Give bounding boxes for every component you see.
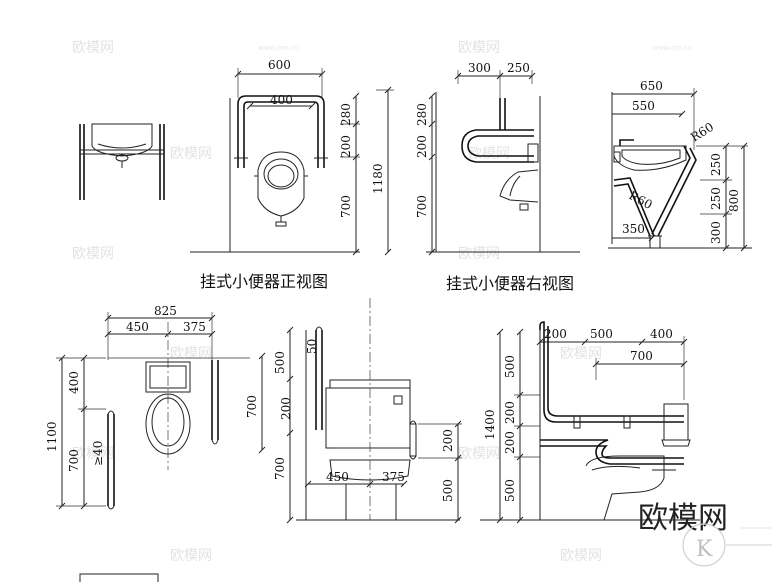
- toilet-plan-view: 825 450 375 400 700: [45, 304, 250, 582]
- dim-label: 500: [590, 327, 613, 341]
- dim-label: 280: [415, 103, 429, 126]
- dim-label: R60: [627, 188, 655, 212]
- dim-label: 1180: [371, 163, 385, 194]
- dim-label: 280: [339, 103, 353, 126]
- watermark: 欧模网: [72, 246, 114, 262]
- dim-label: 550: [632, 99, 655, 113]
- watermark: 欧模网: [458, 40, 500, 56]
- watermark: 欧模网: [458, 446, 500, 462]
- dim-label: 700: [630, 349, 653, 363]
- dim-label: 200: [503, 431, 517, 454]
- watermark: 欧模网: [560, 548, 602, 564]
- dim-label: 1400: [483, 409, 497, 440]
- dim-label: 1100: [45, 421, 59, 452]
- dim-label: 400: [270, 93, 293, 107]
- dim-label: 200: [279, 397, 293, 420]
- dim-label: 500: [503, 355, 517, 378]
- dim-label: 600: [268, 58, 291, 72]
- dim-label: 400: [650, 327, 673, 341]
- urinal-front-view: 600 400 280 200 700 1180 挂式小便器正: [190, 58, 394, 291]
- caption-right-view: 挂式小便器右视图: [446, 274, 574, 293]
- washbasin-side-view: 650 550 R60 R60 350 250 250 300: [608, 79, 752, 252]
- logo-ring-icon: [682, 523, 726, 567]
- dim-label: 200: [441, 429, 455, 452]
- washbasin-front-view: [79, 123, 165, 200]
- dim-label: 825: [154, 304, 177, 318]
- watermark-url: www.om.cn: [652, 44, 692, 52]
- dim-label: 700: [339, 195, 353, 218]
- dim-label: 300: [468, 61, 491, 75]
- watermark-url: www.om.cn: [258, 44, 298, 52]
- dim-label: 700: [67, 449, 81, 472]
- dim-label: 650: [640, 79, 663, 93]
- dim-label: ≥40: [91, 441, 105, 466]
- watermark: 欧模网: [458, 246, 500, 262]
- dim-label: 250: [507, 61, 530, 75]
- watermark: 欧模网: [170, 346, 212, 362]
- dim-label: 450: [126, 320, 149, 334]
- urinal-side-view: 300 250 280 200 700 挂式小便器右视图: [415, 61, 580, 293]
- watermark: 欧模网: [72, 446, 114, 462]
- watermark: 欧模网: [468, 146, 510, 162]
- dim-label: 200: [415, 135, 429, 158]
- dim-label: 50: [305, 339, 319, 354]
- dim-label: 500: [441, 479, 455, 502]
- dim-label: 250: [709, 187, 723, 210]
- dim-label: 700: [415, 195, 429, 218]
- dim-label: 800: [727, 189, 741, 212]
- dim-label: 375: [183, 320, 206, 334]
- watermark: 欧模网: [170, 146, 212, 162]
- dim-label: 200: [503, 401, 517, 424]
- dim-label: 200: [544, 327, 567, 341]
- dim-label: 250: [709, 153, 723, 176]
- dim-label: 500: [273, 351, 287, 374]
- watermark-layer: 欧模网 www.om.cn 欧模网 www.om.cn 欧模网 欧模网 欧模网 …: [72, 40, 692, 564]
- dim-label: 375: [382, 470, 405, 484]
- dim-label: 450: [326, 470, 349, 484]
- toilet-front-view: 500 700 50 700 200 450 375 200 500: [245, 298, 462, 524]
- logo-mark: K: [696, 537, 713, 562]
- caption-front-view: 挂式小便器正视图: [200, 272, 328, 291]
- dim-label: 200: [339, 135, 353, 158]
- toilet-side-view: 200 500 400 700 1400 500 2: [480, 321, 700, 524]
- watermark: 欧模网: [72, 40, 114, 56]
- brand-logo: 欧模网 K: [638, 501, 772, 567]
- dim-label: 700: [245, 395, 259, 418]
- dim-label: 400: [67, 371, 81, 394]
- dim-label: 700: [273, 457, 287, 480]
- watermark: 欧模网: [170, 548, 212, 564]
- dim-label: R60: [688, 120, 716, 145]
- dim-label: 350: [622, 222, 645, 236]
- logo-text: 欧模网: [638, 501, 728, 536]
- dim-label: 500: [503, 479, 517, 502]
- watermark: 欧模网: [560, 346, 602, 362]
- dim-label: 300: [709, 221, 723, 244]
